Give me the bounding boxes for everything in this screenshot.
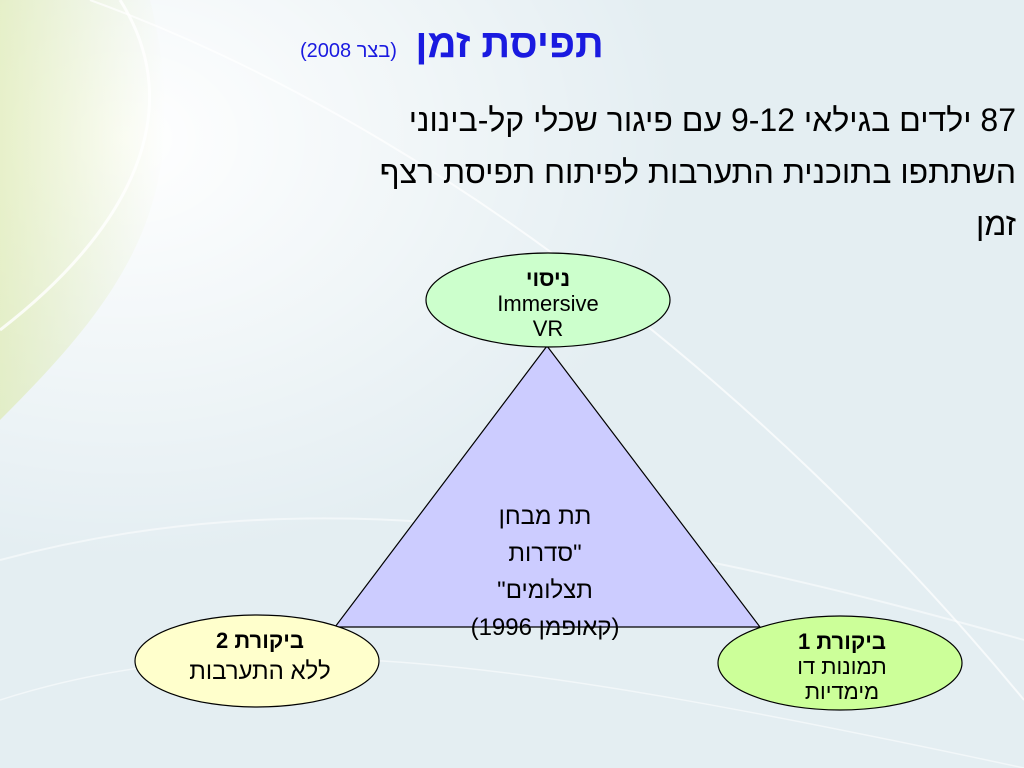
triangle-label: תת מבחן "סדרות תצלומים" (קאופמן 1996): [440, 498, 650, 646]
right-node-ellipse: [717, 615, 963, 711]
right-node-heading: ביקורת 1: [798, 629, 886, 654]
top-node-line-1: Immersive: [497, 291, 599, 316]
right-node-line-2: מימדיות: [804, 679, 880, 704]
left-node-ellipse: [134, 614, 380, 708]
left-node-label: ביקורת 2 ללא התערבות: [160, 630, 360, 689]
triangle-line-1: תת מבחן: [498, 503, 592, 530]
right-node-line-1: תמונות דו: [797, 654, 887, 679]
body-line-3: זמן: [976, 206, 1016, 242]
triangle-line-2: "סדרות: [508, 540, 582, 567]
triangle-line-3: תצלומים": [497, 577, 593, 604]
body-text: 87 ילדים בגילאי 9-12 עם פיגור שכלי קל-בי…: [170, 94, 1016, 250]
body-line-1: 87 ילדים בגילאי 9-12 עם פיגור שכלי קל-בי…: [408, 102, 1016, 138]
top-node-ellipse: [425, 252, 671, 348]
left-node-heading: ביקורת 2: [216, 628, 304, 653]
top-node-label: ניסוי Immersive VR: [448, 268, 648, 343]
left-node-line-1: ללא התערבות: [189, 658, 331, 685]
top-node-heading: ניסוי: [525, 266, 571, 291]
slide-title: תפיסת זמן (בצר 2008): [300, 22, 720, 82]
body-line-2: השתתפו בתוכנית התערבות לפיתוח תפיסת רצף: [379, 154, 1016, 190]
title-main: תפיסת זמן: [415, 22, 604, 66]
top-node-line-2: VR: [532, 316, 564, 341]
triangle: [333, 345, 762, 628]
right-node-label: ביקורת 1 תמונות דו מימדיות: [742, 631, 942, 706]
triangle-line-4: (קאופמן 1996): [470, 614, 620, 641]
title-subtitle: (בצר 2008): [300, 40, 397, 62]
